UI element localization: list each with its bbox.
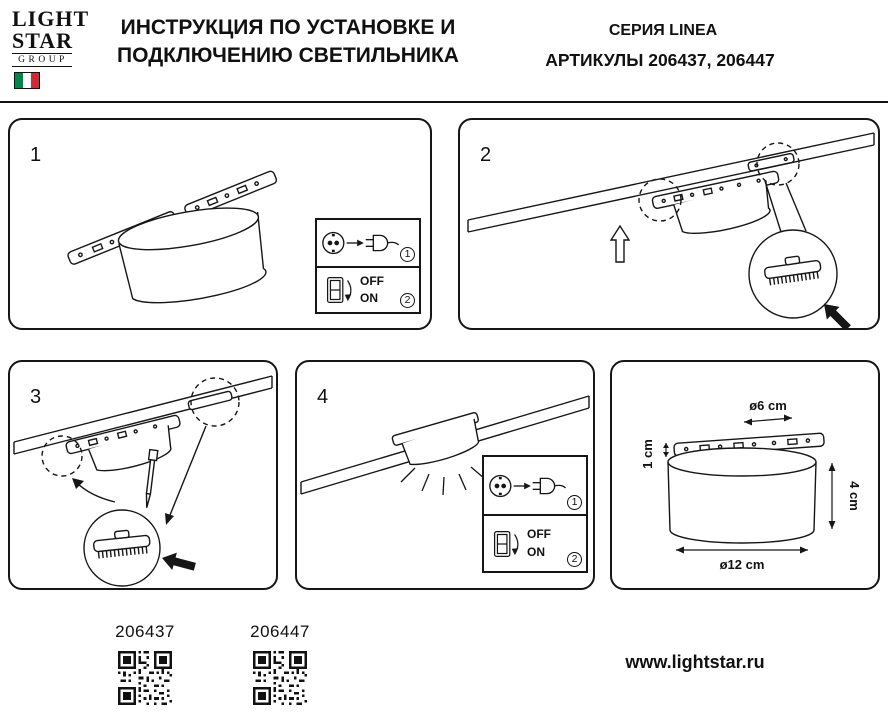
power-steps-box: 1 OFF ON 2: [315, 218, 421, 314]
logo-word-group: GROUP: [12, 53, 72, 68]
off-label: OFF: [360, 273, 384, 288]
footer-article-206447: 206447: [250, 622, 310, 641]
power-switch-icon: [493, 530, 519, 557]
step-1-badge: 1: [567, 495, 582, 510]
on-label: ON: [360, 291, 378, 305]
panel-step-2: 2: [458, 118, 880, 330]
power-step-switch: OFF ON 2: [484, 514, 586, 571]
light-rays-icon: [400, 466, 486, 496]
track-connector-piece: [747, 152, 795, 172]
onoff-labels: OFF ON: [527, 526, 551, 561]
magnifier-circle-right: [756, 142, 800, 186]
logo-word-star: STAR: [12, 27, 74, 53]
power-steps-box: 1 OFF ON 2: [482, 455, 588, 573]
power-step-plug: 1: [484, 457, 586, 514]
fixture-overview-diagram: [67, 170, 278, 304]
dim-body-height: 4 cm: [847, 481, 862, 511]
step-2-badge: 2: [567, 552, 582, 567]
onoff-labels: OFF ON: [360, 273, 384, 308]
step-4-number: 4: [317, 386, 329, 408]
qr-code-left: [113, 646, 177, 710]
pointer-arrow-icon: [159, 549, 198, 576]
insert-direction-arrow-icon: [609, 224, 631, 263]
step-1-badge: 1: [400, 247, 415, 262]
series-label: СЕРИЯ LINEA: [608, 22, 718, 39]
page-title-line2: ПОДКЛЮЧЕНИЮ СВЕТИЛЬНИКА: [117, 44, 459, 68]
page-title-line1: ИНСТРУКЦИЯ ПО УСТАНОВКЕ И: [120, 16, 456, 39]
fixture-mini: [391, 412, 480, 466]
articles-label: АРТИКУЛЫ 206437, 206447: [545, 50, 775, 70]
mounting-diagram: [467, 132, 875, 328]
website-url: www.lightstar.ru: [625, 652, 765, 672]
magnifier-circle-left: [41, 435, 83, 477]
panel-dimensions: ø6 cm 1 cm 4 cm ø12 cm: [610, 360, 880, 590]
italy-flag-icon: [14, 72, 40, 90]
screwdriver-icon: [145, 448, 159, 508]
lamp-drum: [117, 207, 267, 304]
panel-step-4: 4: [295, 360, 595, 590]
dim-connector-diameter: ø6 cm: [749, 398, 787, 413]
power-on-diagram: [300, 395, 590, 496]
dimension-arrowheads: [663, 414, 836, 554]
header-divider: [0, 101, 888, 103]
power-switch-icon: [326, 277, 352, 303]
fixture-mini: [651, 170, 780, 235]
lamp-drum: [667, 447, 817, 544]
magnifier-circle-top: [190, 377, 240, 427]
step-2-badge: 2: [400, 293, 415, 308]
qr-code-right: [248, 646, 312, 710]
power-step-switch: OFF ON 2: [317, 266, 419, 312]
track-lines: [467, 132, 875, 233]
panel-step-1: 1: [8, 118, 432, 330]
logo-word-light: LIGHT: [12, 6, 90, 31]
power-step-plug: 1: [317, 220, 419, 266]
page-title: ИНСТРУКЦИЯ ПО УСТАНОВКЕ И ПОДКЛЮЧЕНИЮ СВ…: [96, 14, 480, 71]
dimensions-diagram: ø6 cm 1 cm 4 cm ø12 cm: [640, 398, 862, 572]
step-2-number: 2: [480, 144, 492, 166]
track-connector-piece: [187, 390, 233, 411]
dim-connector-height: 1 cm: [640, 439, 655, 469]
step-1-number: 1: [30, 144, 42, 166]
lightstar-logo: LIGHT STAR GROUP: [12, 6, 90, 90]
dim-body-diameter: ø12 cm: [720, 557, 765, 572]
panel-step-3: 3: [8, 360, 278, 590]
locking-diagram: [13, 375, 273, 587]
socket-plug-icon: [322, 231, 400, 255]
off-label: OFF: [527, 527, 551, 542]
on-label: ON: [527, 544, 545, 559]
magnifier-circle-left: [638, 178, 682, 222]
footer-article-206437: 206437: [115, 622, 175, 641]
step-3-number: 3: [30, 386, 42, 408]
socket-plug-icon: [489, 474, 567, 497]
